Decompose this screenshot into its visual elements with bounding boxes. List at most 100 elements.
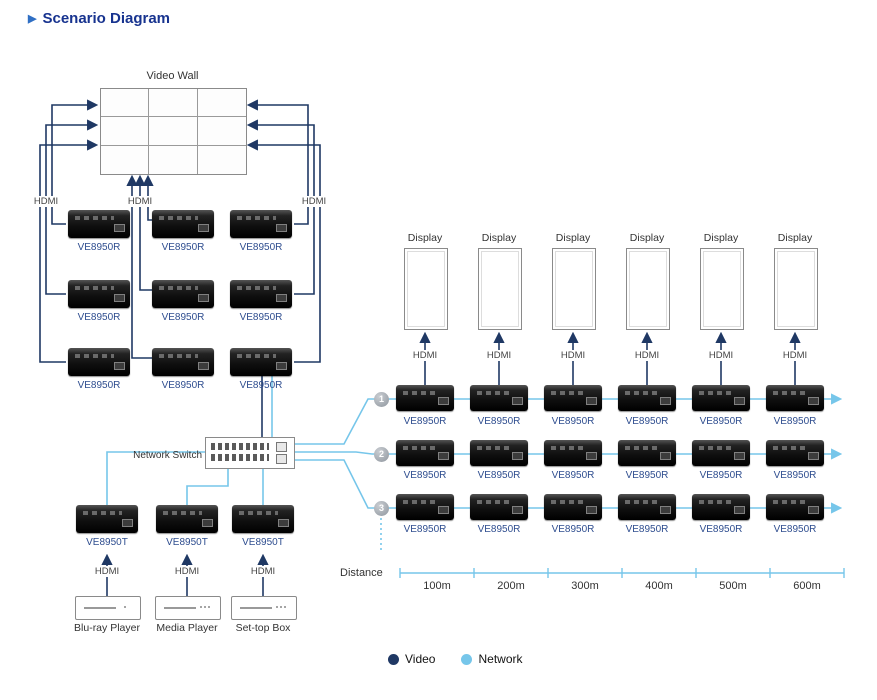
- receiver-device: [68, 280, 130, 308]
- transmitter-device: [76, 505, 138, 533]
- receiver-label: VE8950R: [773, 470, 817, 481]
- network-switch-label: Network Switch: [133, 450, 202, 461]
- receiver-device: [692, 494, 750, 520]
- row-number-badge: 3: [374, 501, 389, 516]
- switch-port-row: [211, 454, 269, 461]
- hdmi-label: HDMI: [482, 350, 516, 361]
- receiver-device: [152, 348, 214, 376]
- display-screen: [700, 248, 744, 330]
- video-wall-cell: [197, 117, 246, 146]
- receiver-label: VE8950R: [161, 312, 205, 323]
- display-screen: [774, 248, 818, 330]
- disc-slot: [240, 607, 272, 609]
- video-wall: [100, 88, 247, 175]
- video-wall-cell: [149, 145, 198, 174]
- receiver-label: VE8950R: [239, 380, 283, 391]
- legend-video-label: Video: [405, 652, 436, 666]
- receiver-device: [152, 210, 214, 238]
- video-wall-cell: [101, 89, 150, 118]
- page-title-text: Scenario Diagram: [42, 10, 171, 27]
- receiver-device: [396, 494, 454, 520]
- receiver-device: [692, 440, 750, 466]
- transmitter-label: VE8950T: [86, 537, 128, 548]
- disc-slot: [84, 607, 116, 609]
- video-wall-cell: [149, 89, 198, 118]
- receiver-device: [766, 440, 824, 466]
- receiver-label: VE8950R: [551, 416, 595, 427]
- receiver-label: VE8950R: [625, 470, 669, 481]
- legend: Video Network: [388, 652, 523, 666]
- receiver-device: [766, 494, 824, 520]
- receiver-label: VE8950R: [551, 524, 595, 535]
- hdmi-label: HDMI: [297, 196, 331, 207]
- video-wall-cell: [101, 145, 150, 174]
- receiver-label: VE8950R: [403, 416, 447, 427]
- receiver-label: VE8950R: [239, 312, 283, 323]
- title-bullet-icon: ▶: [28, 13, 37, 25]
- receiver-label: VE8950R: [699, 524, 743, 535]
- hdmi-label: HDMI: [90, 566, 124, 577]
- distance-tick: 200m: [497, 580, 525, 592]
- receiver-device: [618, 440, 676, 466]
- display-label: Display: [629, 232, 665, 244]
- device-buttons: [124, 606, 126, 608]
- receiver-device: [470, 440, 528, 466]
- receiver-label: VE8950R: [773, 524, 817, 535]
- receiver-label: VE8950R: [477, 524, 521, 535]
- receiver-label: VE8950R: [403, 470, 447, 481]
- hdmi-label: HDMI: [170, 566, 204, 577]
- display-label: Display: [703, 232, 739, 244]
- legend-network-label: Network: [478, 652, 523, 666]
- receiver-device: [230, 280, 292, 308]
- receiver-label: VE8950R: [773, 416, 817, 427]
- receiver-device: [152, 280, 214, 308]
- hdmi-label: HDMI: [246, 566, 280, 577]
- source-label: Blu-ray Player: [74, 622, 140, 634]
- display-screen: [626, 248, 670, 330]
- hdmi-label: HDMI: [704, 350, 738, 361]
- disc-slot: [164, 607, 196, 609]
- video-wall-label: Video Wall: [146, 70, 199, 82]
- transmitter-device: [156, 505, 218, 533]
- video-wall-cell: [197, 145, 246, 174]
- legend-item-network: Network: [461, 652, 523, 666]
- receiver-device: [544, 440, 602, 466]
- receiver-device: [396, 385, 454, 411]
- hdmi-label: HDMI: [630, 350, 664, 361]
- receiver-label: VE8950R: [625, 524, 669, 535]
- receiver-device: [766, 385, 824, 411]
- page-title: ▶ Scenario Diagram: [28, 10, 170, 27]
- receiver-label: VE8950R: [551, 470, 595, 481]
- receiver-label: VE8950R: [77, 242, 121, 253]
- video-wall-cell: [197, 89, 246, 118]
- source-label: Set-top Box: [235, 622, 291, 634]
- hdmi-label: HDMI: [556, 350, 590, 361]
- receiver-device: [544, 385, 602, 411]
- receiver-label: VE8950R: [77, 312, 121, 323]
- receiver-device: [470, 494, 528, 520]
- receiver-label: VE8950R: [77, 380, 121, 391]
- receiver-device: [68, 210, 130, 238]
- receiver-device: [544, 494, 602, 520]
- switch-uplink-port: [276, 442, 287, 452]
- receiver-device: [692, 385, 750, 411]
- receiver-label: VE8950R: [699, 416, 743, 427]
- row-number-badge: 1: [374, 392, 389, 407]
- network-dot-icon: [461, 653, 473, 665]
- distance-label: Distance: [340, 567, 383, 579]
- receiver-label: VE8950R: [477, 416, 521, 427]
- hdmi-label: HDMI: [778, 350, 812, 361]
- device-buttons: [276, 606, 278, 608]
- settop-box-device: [231, 596, 297, 620]
- switch-uplink-port: [276, 454, 287, 464]
- display-screen: [552, 248, 596, 330]
- receiver-device: [230, 210, 292, 238]
- network-switch: [205, 437, 295, 469]
- display-label: Display: [555, 232, 591, 244]
- receiver-device: [470, 385, 528, 411]
- video-wall-cell: [149, 117, 198, 146]
- hdmi-label: HDMI: [29, 196, 63, 207]
- switch-port-row: [211, 443, 269, 450]
- display-screen: [478, 248, 522, 330]
- distance-tick: 300m: [571, 580, 599, 592]
